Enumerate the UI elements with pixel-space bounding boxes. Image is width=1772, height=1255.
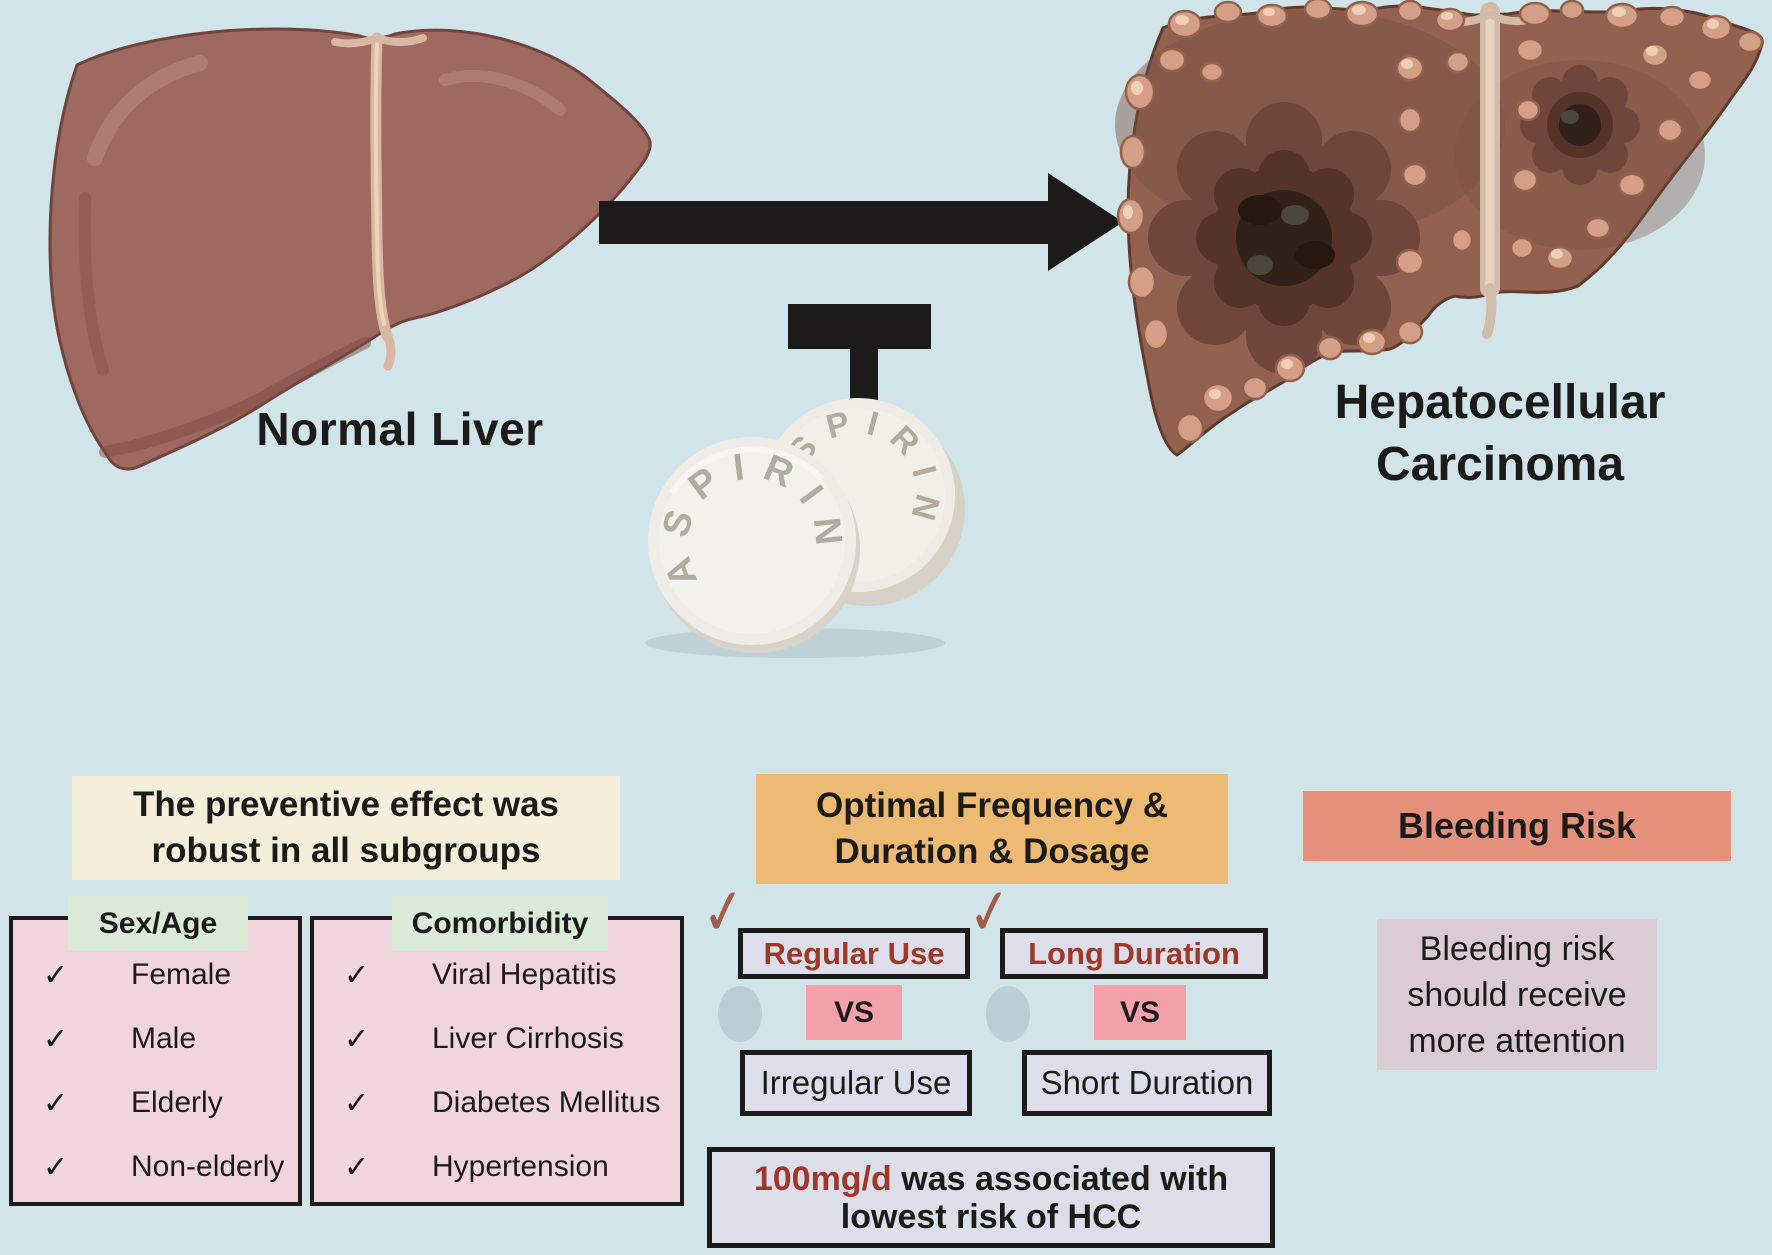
check-icon: ✓ — [43, 1023, 69, 1056]
list-item: ✓ Liver Cirrhosis — [314, 1020, 680, 1064]
check-icon: ✓ — [43, 1087, 69, 1120]
check-icon: ✓ — [344, 1087, 370, 1120]
aspirin-tablet-front: ASPIRIN — [638, 430, 860, 653]
sex-age-panel: ✓ Female ✓ Male ✓ Elderly ✓ Non-elderly — [9, 916, 302, 1206]
tablet-ghost — [986, 986, 1030, 1042]
list-item: ✓ Diabetes Mellitus — [314, 1084, 680, 1128]
hand-check-icon: ✓ — [698, 873, 750, 951]
long-duration-box: Long Duration — [1000, 928, 1268, 979]
optimal-title-line2: Duration & Dosage — [834, 832, 1150, 871]
list-item: ✓ Hypertension — [314, 1148, 680, 1192]
list-item: ✓ Viral Hepatitis — [314, 956, 680, 1000]
list-item-label: Female — [131, 958, 232, 991]
tablet-ghost — [718, 986, 762, 1042]
tumor-large — [1148, 102, 1420, 374]
hand-check-icon: ✓ — [964, 873, 1016, 951]
hcc-label: Hepatocellular Carcinoma — [1280, 372, 1720, 496]
aspirin-tablets-illustration: ASPIRIN ASPIRIN — [638, 387, 965, 658]
list-item-label: Diabetes Mellitus — [432, 1086, 661, 1119]
dosage-value: 100mg/d — [753, 1159, 892, 1198]
check-icon: ✓ — [344, 959, 370, 992]
list-item: ✓ Non-elderly — [13, 1148, 298, 1192]
bleeding-note-line1: Bleeding risk — [1419, 929, 1615, 968]
list-item-label: Elderly — [131, 1086, 223, 1119]
hcc-label-line1: Hepatocellular — [1334, 376, 1666, 429]
list-item: ✓ Female — [13, 956, 298, 1000]
short-duration-box: Short Duration — [1022, 1050, 1272, 1116]
normal-liver-label: Normal Liver — [256, 403, 544, 455]
comorbidity-panel: ✓ Viral Hepatitis ✓ Liver Cirrhosis ✓ Di… — [310, 916, 684, 1206]
dosage-box: 100mg/d was associated with lowest risk … — [707, 1147, 1275, 1248]
optimal-title-box: Optimal Frequency & Duration & Dosage — [756, 774, 1228, 884]
optimal-title-line1: Optimal Frequency & — [815, 786, 1169, 825]
list-item-label: Non-elderly — [131, 1150, 285, 1183]
hcc-liver-illustration — [1115, 0, 1764, 457]
check-icon: ✓ — [344, 1023, 370, 1056]
comorbidity-header-tab: Comorbidity — [392, 896, 608, 951]
subgroups-title-line2: robust in all subgroups — [151, 831, 541, 870]
vs-badge: VS — [1094, 985, 1186, 1040]
bleeding-risk-note-box: Bleeding risk should receive more attent… — [1377, 919, 1657, 1070]
vs-badge: VS — [806, 985, 902, 1040]
list-item: ✓ Male — [13, 1020, 298, 1064]
hcc-falciform-ligament — [1442, 2, 1538, 339]
list-item-label: Viral Hepatitis — [432, 958, 617, 991]
regular-use-box: Regular Use — [738, 928, 970, 979]
dosage-line1: 100mg/d was associated with — [754, 1160, 1228, 1198]
subgroups-title-line1: The preventive effect was — [133, 785, 559, 824]
dosage-line2: lowest risk of HCC — [840, 1197, 1142, 1236]
normal-liver-body — [48, 27, 652, 471]
check-icon: ✓ — [43, 1151, 69, 1184]
dosage-line1-rest: was associated with — [891, 1159, 1229, 1198]
bleeding-note-line2: should receive — [1407, 975, 1627, 1014]
falciform-ligament — [331, 32, 427, 371]
list-item-label: Liver Cirrhosis — [432, 1022, 624, 1055]
check-icon: ✓ — [344, 1151, 370, 1184]
irregular-use-box: Irregular Use — [740, 1050, 972, 1116]
subgroups-title-box: The preventive effect was robust in all … — [72, 776, 620, 880]
tumor-small — [1520, 65, 1640, 185]
nodule-highlights — [1123, 5, 1719, 399]
normal-liver-illustration — [48, 27, 652, 471]
bleeding-risk-title-box: Bleeding Risk — [1303, 791, 1731, 861]
check-icon: ✓ — [43, 959, 69, 992]
list-item: ✓ Elderly — [13, 1084, 298, 1128]
hcc-label-line2: Carcinoma — [1375, 438, 1625, 491]
arrow-right-icon — [599, 173, 1123, 271]
list-item-label: Male — [131, 1022, 197, 1055]
sex-age-header-tab: Sex/Age — [68, 896, 248, 951]
list-item-label: Hypertension — [432, 1150, 609, 1183]
bleeding-note-line3: more attention — [1408, 1021, 1626, 1060]
